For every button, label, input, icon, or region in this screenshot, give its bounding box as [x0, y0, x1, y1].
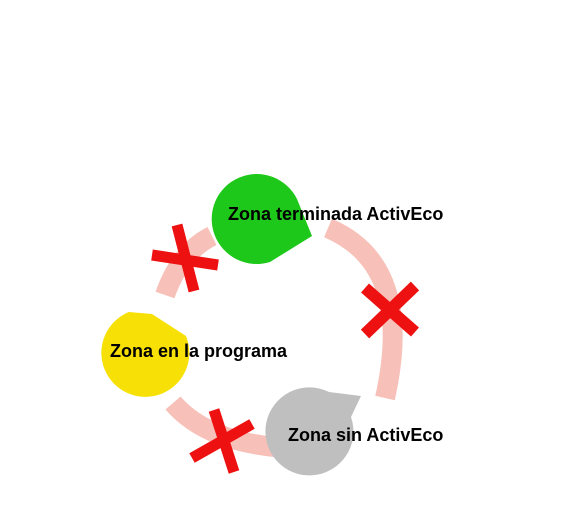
label-zona-sin: Zona sin ActivEco: [288, 425, 444, 445]
cross-icon-right: [360, 281, 420, 339]
arc-finished-to-without: [323, 218, 403, 401]
pacman-yellow-icon: [101, 312, 190, 397]
cross-icon-top-left: [151, 223, 219, 293]
label-zona-terminada: Zona terminada ActivEco: [228, 204, 444, 224]
label-zona-en-programa: Zona en la programa: [110, 341, 288, 361]
arc-without-to-in-program: [165, 396, 277, 457]
pacman-green-icon: [211, 174, 312, 265]
pacman-gray-icon: [265, 387, 361, 476]
cross-icon-bottom-left: [189, 408, 255, 474]
